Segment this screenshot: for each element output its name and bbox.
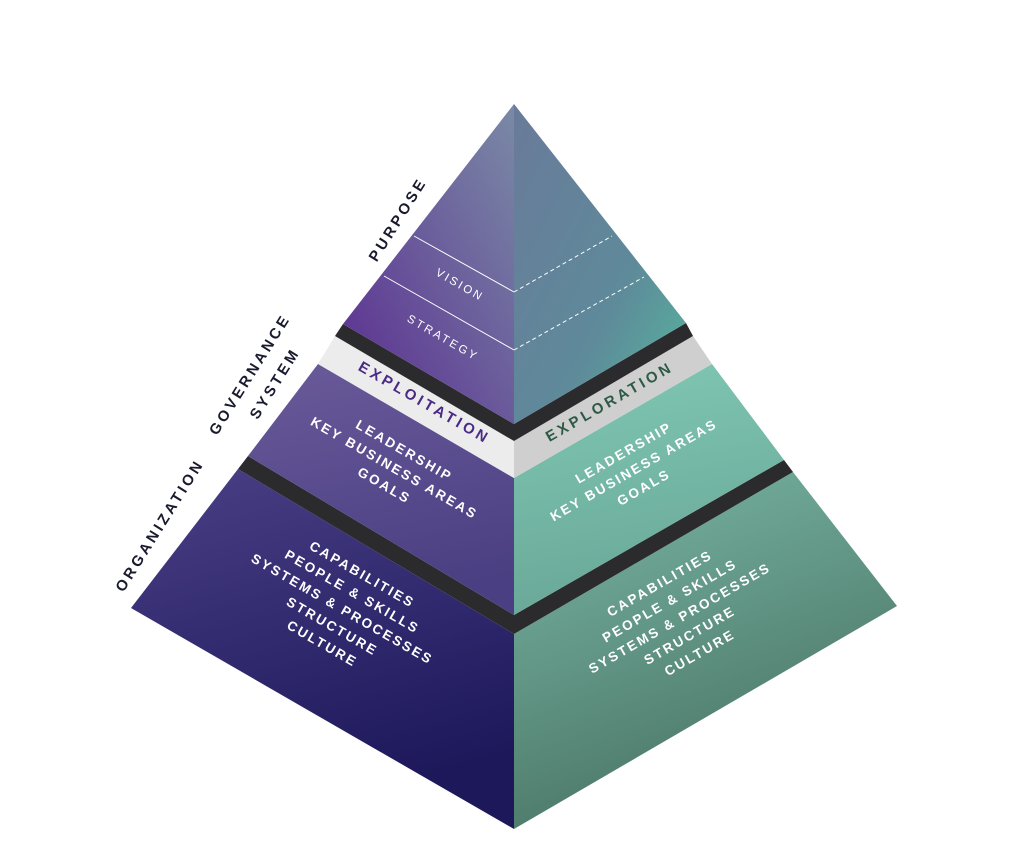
middle-left-face	[248, 364, 514, 615]
vision-line-left	[413, 235, 515, 293]
strategy-line-right	[513, 276, 645, 351]
top-right-face	[514, 104, 686, 424]
strategy-line-left	[383, 275, 515, 351]
bottom-left-face	[131, 469, 514, 829]
band-right	[514, 336, 712, 478]
divider-upper-left	[335, 324, 514, 441]
top-left-face	[343, 104, 514, 424]
divider-lower-left	[238, 456, 514, 634]
vision-line-right	[513, 235, 613, 293]
middle-right-face	[514, 364, 784, 615]
divider-lower-right	[514, 460, 793, 634]
divider-upper-right	[514, 323, 693, 441]
bottom-right-face	[514, 472, 897, 829]
band-left	[318, 336, 514, 478]
